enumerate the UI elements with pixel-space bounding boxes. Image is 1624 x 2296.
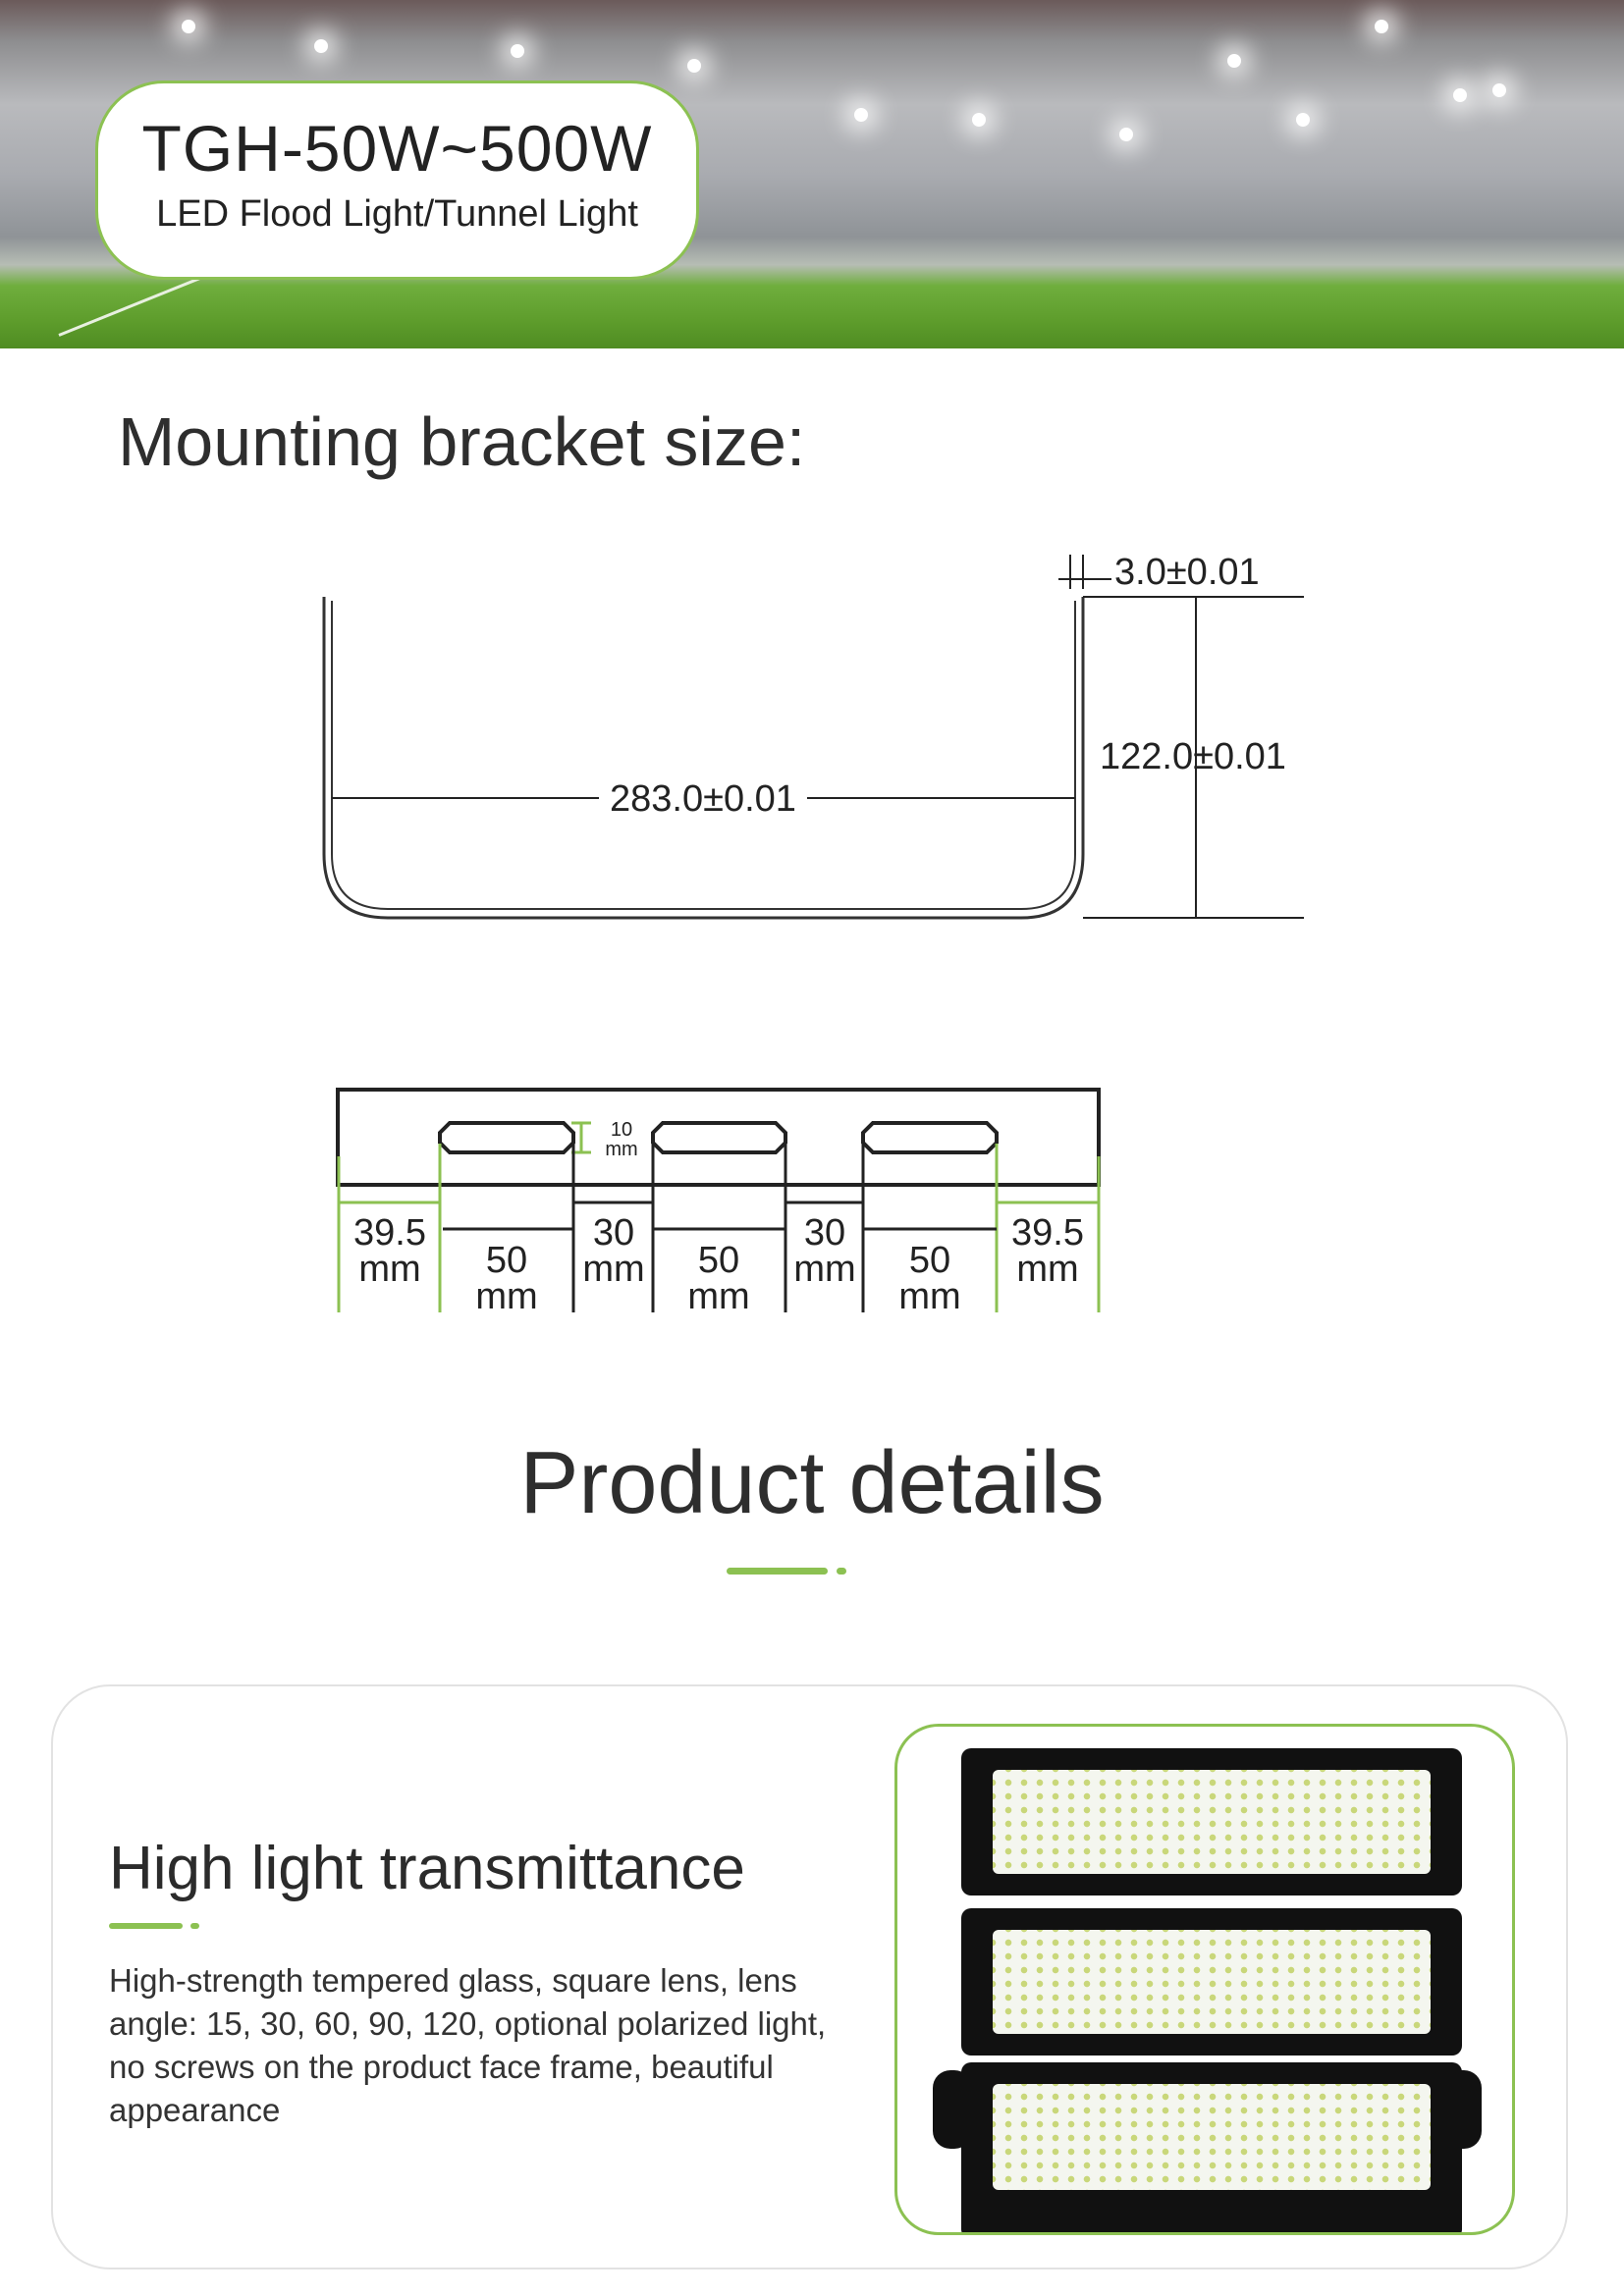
segment-value: 50 xyxy=(698,1240,739,1281)
segment-unit: mm xyxy=(475,1276,537,1317)
width-dimension: 283.0±0.01 xyxy=(610,778,796,820)
segment-unit: mm xyxy=(582,1249,644,1290)
mounting-title: Mounting bracket size: xyxy=(118,403,806,480)
slot-height-value: 10 xyxy=(611,1119,632,1141)
title-underline-dot xyxy=(837,1568,846,1575)
segment-unit: mm xyxy=(793,1249,855,1290)
segment-value: 30 xyxy=(593,1212,634,1254)
product-badge: TGH-50W~500W LED Flood Light/Tunnel Ligh… xyxy=(95,80,699,280)
segment-value: 50 xyxy=(486,1240,527,1281)
feature-underline xyxy=(109,1923,183,1929)
title-underline xyxy=(727,1568,828,1575)
bracket-diagram: 3.0±0.01 122.0±0.01 283.0±0.01 10 mm 39.… xyxy=(322,552,1304,1317)
product-subtitle: LED Flood Light/Tunnel Light xyxy=(156,193,638,235)
feature-card: High light transmittance High-strength t… xyxy=(51,1684,1568,2269)
bracket-side-view xyxy=(322,597,1085,920)
model-title: TGH-50W~500W xyxy=(141,112,653,185)
segment-value: 39.5 xyxy=(353,1212,426,1254)
segment-unit: mm xyxy=(1016,1249,1078,1290)
segment-unit: mm xyxy=(687,1276,749,1317)
thickness-dimension: 3.0±0.01 xyxy=(1114,552,1260,593)
segment-unit: mm xyxy=(358,1249,420,1290)
stadium-banner: TGH-50W~500W LED Flood Light/Tunnel Ligh… xyxy=(0,0,1624,348)
feature-title: High light transmittance xyxy=(109,1835,745,1902)
slot-height-unit: mm xyxy=(605,1139,637,1160)
segment-value: 30 xyxy=(804,1212,845,1254)
feature-description: High-strength tempered glass, square len… xyxy=(109,1962,827,2128)
feature-underline-dot xyxy=(190,1923,199,1929)
height-dimension: 122.0±0.01 xyxy=(1100,736,1286,777)
bracket-top-view: 10 mm 39.5 mm 50 mm 30 mm 50 mm 30 mm 50… xyxy=(336,1088,1101,1317)
segment-value: 39.5 xyxy=(1011,1212,1084,1254)
flood-light-image xyxy=(894,1724,1515,2235)
segment-unit: mm xyxy=(898,1276,960,1317)
segment-value: 50 xyxy=(909,1240,950,1281)
product-details-title: Product details xyxy=(519,1434,1105,1532)
